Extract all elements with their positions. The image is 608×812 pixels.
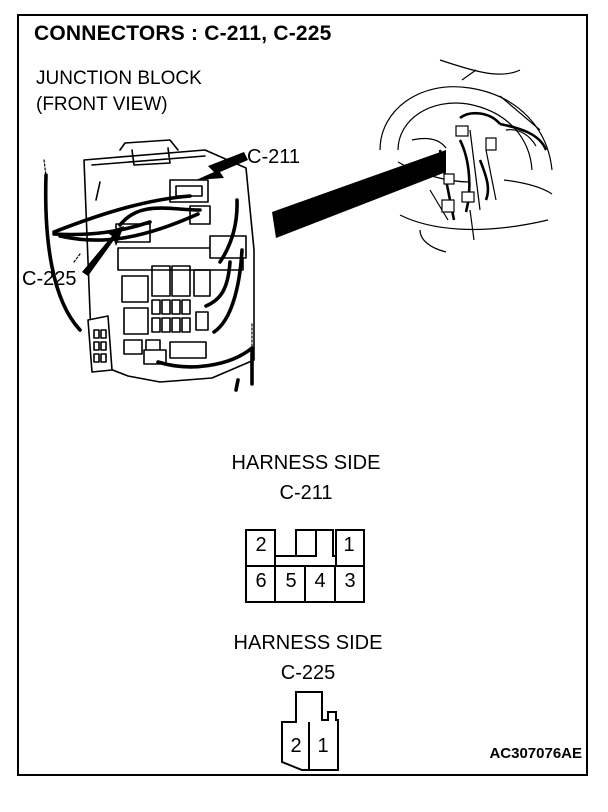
c225-side-label: HARNESS SIDE bbox=[233, 632, 383, 654]
view-label-line2: (FRONT VIEW) bbox=[36, 94, 168, 115]
fuse-grid bbox=[121, 265, 211, 355]
c211-pin-3: 3 bbox=[344, 570, 356, 592]
arrow-c211 bbox=[196, 152, 248, 180]
c211-pin-6: 6 bbox=[255, 570, 267, 592]
c211-connector-face bbox=[245, 529, 365, 603]
c211-connector-name: C-211 bbox=[279, 482, 333, 504]
c225-pin-2: 2 bbox=[290, 735, 302, 757]
c225-harness-label: HARNESS SIDE C-225 bbox=[158, 628, 458, 688]
callout-c225: C-225 bbox=[22, 268, 77, 290]
c211-pin-1: 1 bbox=[343, 534, 355, 556]
callout-arrows bbox=[82, 152, 248, 276]
c225-connector-name: C-225 bbox=[280, 662, 336, 684]
c211-pin-5: 5 bbox=[285, 570, 297, 592]
c211-pin-4: 4 bbox=[314, 570, 326, 592]
c211-harness-label: HARNESS SIDE C-211 bbox=[156, 448, 456, 508]
view-label: JUNCTION BLOCK (FRONT VIEW) bbox=[36, 66, 202, 118]
location-pointer bbox=[272, 150, 446, 238]
c211-pin-2: 2 bbox=[255, 534, 267, 556]
callout-c211: C-211 bbox=[247, 146, 300, 168]
junction-block-body bbox=[83, 139, 255, 383]
view-label-line1: JUNCTION BLOCK bbox=[36, 68, 202, 89]
arrow-c225 bbox=[82, 226, 124, 276]
diagram-frame bbox=[17, 14, 588, 776]
dashboard-location-view bbox=[379, 59, 553, 253]
diagram-title: CONNECTORS : C-211, C-225 bbox=[34, 22, 332, 45]
c225-connector-face bbox=[281, 691, 339, 771]
c225-pin-1: 1 bbox=[317, 735, 329, 757]
document-id: AC307076AE bbox=[489, 745, 582, 762]
harness-wires bbox=[43, 173, 254, 392]
c211-side-label: HARNESS SIDE bbox=[231, 452, 381, 474]
